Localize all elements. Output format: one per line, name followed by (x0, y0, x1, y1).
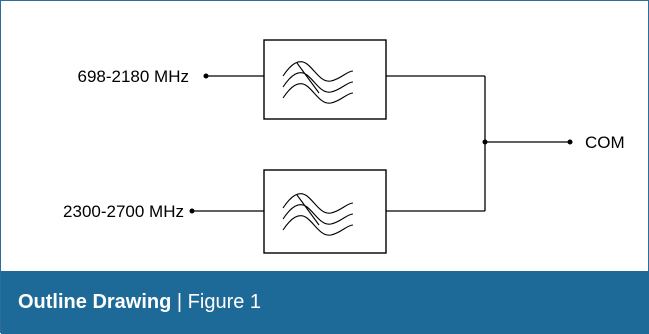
com-terminal (567, 139, 573, 145)
caption-separator: | (177, 291, 188, 313)
bandpass-filter-icon (282, 61, 354, 104)
caption-separator-text: | (176, 291, 183, 313)
caption-bar: Outline Drawing | Figure 1 (1, 271, 649, 334)
bandpass-filter-icon (282, 193, 354, 236)
input-1-label: 698-2180 MHz (77, 67, 189, 86)
caption-title: Outline Drawing (18, 291, 172, 313)
filter-1-box (263, 39, 387, 120)
filter-2-box (263, 169, 387, 254)
com-label: COM (585, 133, 625, 152)
filter-2 (263, 169, 387, 254)
filter-1 (263, 39, 387, 120)
input-2-label: 2300-2700 MHz (63, 202, 184, 221)
block-diagram: 698-2180 MHz 2300-2700 MHz (63, 39, 625, 254)
caption-figure: Figure 1 (187, 291, 262, 313)
